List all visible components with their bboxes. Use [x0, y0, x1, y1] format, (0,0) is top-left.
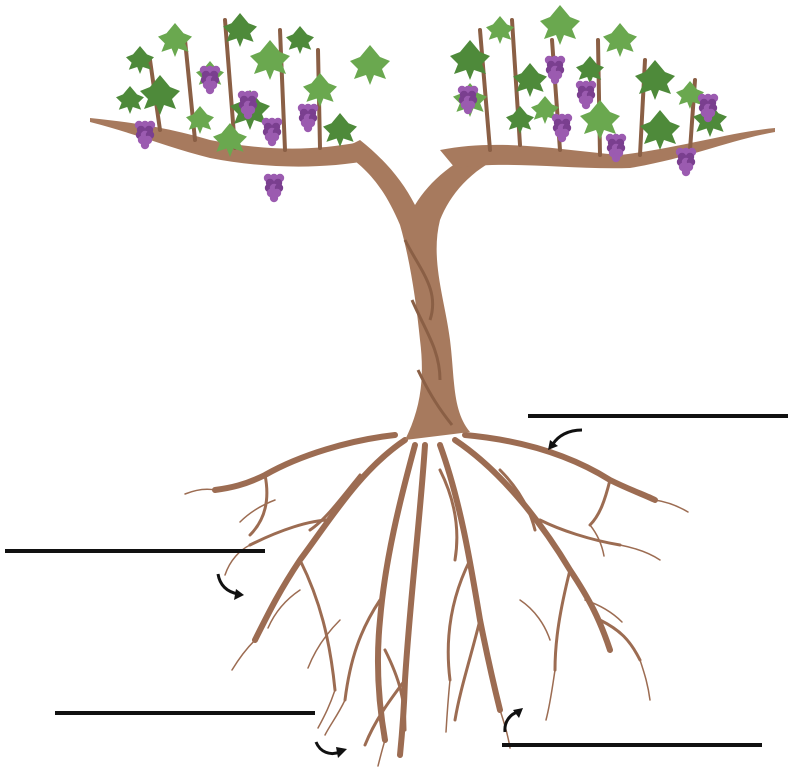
label-slot-4[interactable]	[502, 708, 762, 745]
leaf	[303, 73, 337, 107]
curved-arrow-icon	[553, 430, 582, 444]
leaf	[506, 106, 534, 134]
grape-cluster	[264, 174, 284, 202]
leaf	[540, 5, 580, 45]
leaf	[323, 113, 357, 147]
grape-cluster	[576, 81, 596, 109]
arrowhead-icon	[336, 747, 347, 758]
leaf	[350, 45, 390, 85]
leaf	[635, 60, 675, 100]
curved-arrow-icon	[505, 712, 518, 732]
grape-clusters	[135, 56, 718, 202]
leaf	[640, 110, 680, 150]
grape-cluster	[676, 148, 696, 176]
leaf	[486, 16, 514, 44]
leaf	[286, 26, 314, 54]
arrowhead-icon	[234, 589, 244, 600]
grape-cluster	[298, 104, 318, 132]
vine-trunk	[340, 140, 505, 440]
leaf	[116, 86, 144, 114]
grape-cluster	[545, 56, 565, 84]
root-system	[185, 435, 688, 766]
leaf	[140, 75, 180, 115]
label-slot-1[interactable]	[528, 416, 788, 450]
grape-cluster	[262, 118, 282, 146]
leaf	[250, 40, 290, 80]
label-slot-3[interactable]	[55, 713, 347, 758]
leaf	[603, 23, 637, 57]
curved-arrow-icon	[218, 574, 238, 594]
grape-cluster	[552, 114, 572, 142]
grape-cluster	[200, 66, 220, 94]
label-slot-2[interactable]	[5, 551, 265, 600]
grape-cluster	[135, 121, 155, 149]
